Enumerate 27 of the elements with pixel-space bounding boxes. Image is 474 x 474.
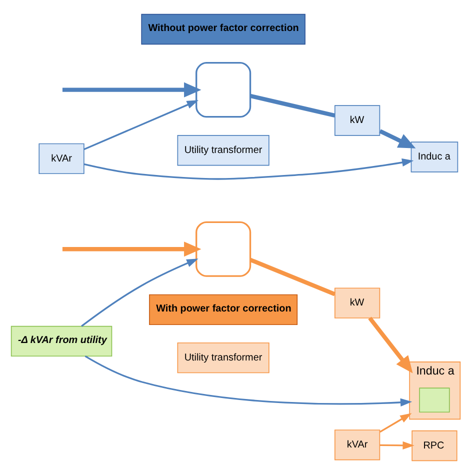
arrow: [368, 316, 413, 373]
node-box: Utility transformer: [177, 134, 270, 166]
node-box: Utility transformer: [177, 342, 270, 373]
arrow: [81, 258, 198, 326]
arrow: [84, 100, 198, 150]
node-box: Without power factor correction: [141, 13, 306, 44]
node-transformer: [196, 220, 252, 276]
connector: [250, 257, 336, 296]
arrow: [84, 354, 412, 406]
arrow: [62, 241, 202, 256]
arrow: [62, 82, 202, 97]
connector: [250, 93, 336, 117]
node-box: kW: [334, 104, 380, 136]
arrow: [380, 440, 414, 449]
node-box: With power factor correction: [149, 294, 298, 325]
node-box: Induc a: [410, 141, 458, 172]
arrow: [84, 158, 414, 180]
node-box: [419, 387, 450, 412]
node-box: kW: [334, 287, 380, 318]
node-transformer: [196, 62, 252, 118]
node-box: kVAr: [38, 142, 84, 174]
node-box: kVAr: [334, 429, 380, 460]
node-box: -Δ kVAr from utility: [10, 325, 112, 356]
arrow: [379, 128, 416, 148]
arrow: [380, 412, 412, 432]
node-box: RPC: [412, 430, 458, 461]
cluster: Induc a: [409, 361, 461, 420]
